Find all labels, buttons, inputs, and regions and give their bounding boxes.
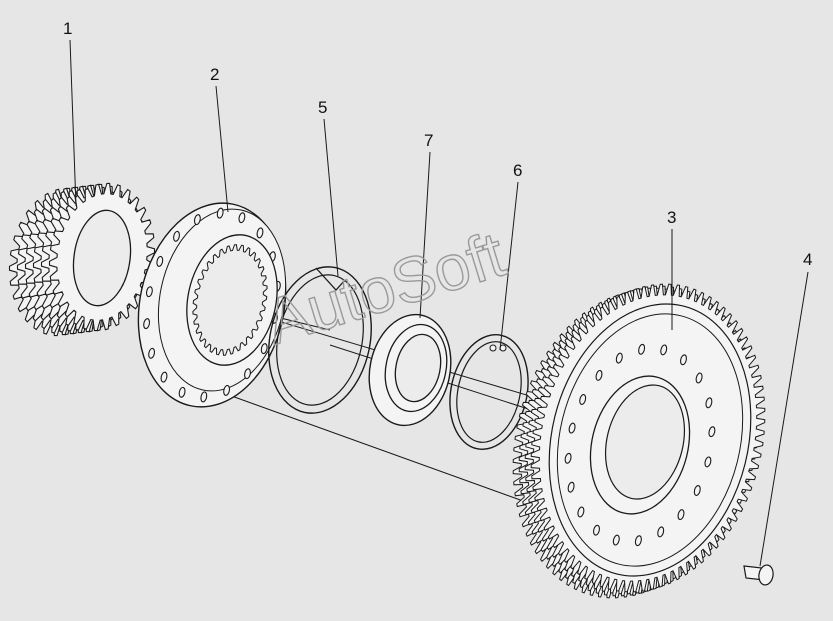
large-gear-bolt-hole xyxy=(577,506,585,518)
flange-bolt-hole xyxy=(260,343,268,355)
callout-2: 2 xyxy=(210,65,220,84)
flange-bolt-hole xyxy=(238,212,246,224)
split-ring-outer xyxy=(268,266,372,414)
flange-bolt-hole xyxy=(148,347,156,359)
large-gear-bolt-hole xyxy=(704,456,712,468)
callout-7: 7 xyxy=(424,131,434,150)
flange-bolt-hole xyxy=(200,391,208,403)
axis-line xyxy=(214,389,549,511)
flange-bolt-hole xyxy=(216,207,224,219)
large-gear-bolt-hole xyxy=(615,352,623,364)
part-6-retaining-ring xyxy=(449,334,529,450)
split-ring-inner xyxy=(276,274,364,406)
callout-4: 4 xyxy=(803,250,813,269)
part-2-hub-flange xyxy=(137,202,287,408)
part-1-spur-gear xyxy=(8,182,156,337)
part-5-split-ring xyxy=(268,266,372,414)
callout-leader xyxy=(69,39,77,207)
split-ring-gap xyxy=(315,267,346,291)
callout-leader xyxy=(419,151,431,319)
flange-bolt-hole xyxy=(160,371,168,383)
part-3-large-gear xyxy=(512,283,766,599)
large-gear-bolt-hole xyxy=(657,526,665,538)
large-gear-bolt-hole xyxy=(708,426,716,438)
large-gear-bolt-hole xyxy=(677,509,685,521)
large-gear-bolt-hole xyxy=(595,369,603,381)
flange-bolt-hole xyxy=(178,386,186,398)
flange-bolt-hole xyxy=(143,318,151,330)
large-gear-bolt-hole xyxy=(660,344,668,356)
flange-bolt-hole xyxy=(173,230,180,242)
callout-leader xyxy=(499,181,519,351)
flange-bolt-hole xyxy=(223,384,231,396)
large-gear-bolt-hole xyxy=(564,452,572,464)
large-gear-bolt-hole xyxy=(705,397,713,409)
part-7-bearing xyxy=(368,313,452,427)
callout-leader xyxy=(215,85,229,213)
large-gear-bore xyxy=(604,384,686,500)
large-gear-bolt-hole xyxy=(695,372,703,384)
large-gear-bolt-hole xyxy=(638,343,646,355)
pin-head xyxy=(758,564,774,586)
retaining-ring-inner xyxy=(456,341,522,443)
callout-6: 6 xyxy=(513,161,523,180)
flange-bolt-hole xyxy=(193,214,201,226)
large-gear-bolt-hole xyxy=(593,524,600,536)
flange-bolt-hole xyxy=(256,227,264,239)
flange-bolt-hole xyxy=(156,255,164,267)
flange-bolt-hole xyxy=(244,368,251,380)
spur-gear-bore xyxy=(72,209,132,307)
large-gear-bolt-hole xyxy=(693,485,701,496)
large-gear-bolt-hole xyxy=(612,534,620,546)
large-gear-bolt-hole xyxy=(680,354,687,366)
large-gear-bolt-hole xyxy=(634,535,642,547)
flange-bolt-hole xyxy=(145,286,153,298)
retaining-ring-outer xyxy=(449,334,529,450)
bearing-bore xyxy=(394,333,442,403)
retaining-ring-lug-hole xyxy=(489,344,497,352)
large-gear-bolt-hole xyxy=(568,422,576,434)
part-4-pin xyxy=(743,564,774,586)
flange-internal-spline xyxy=(192,244,268,356)
callout-leader xyxy=(759,271,809,567)
callout-3: 3 xyxy=(667,208,677,227)
callout-1: 1 xyxy=(63,19,73,38)
callout-leader xyxy=(323,118,339,277)
callout-leader-lines xyxy=(69,39,809,567)
large-gear-bolt-hole xyxy=(579,394,587,405)
large-gear-bolt-hole xyxy=(567,481,575,493)
callout-5: 5 xyxy=(318,98,328,117)
